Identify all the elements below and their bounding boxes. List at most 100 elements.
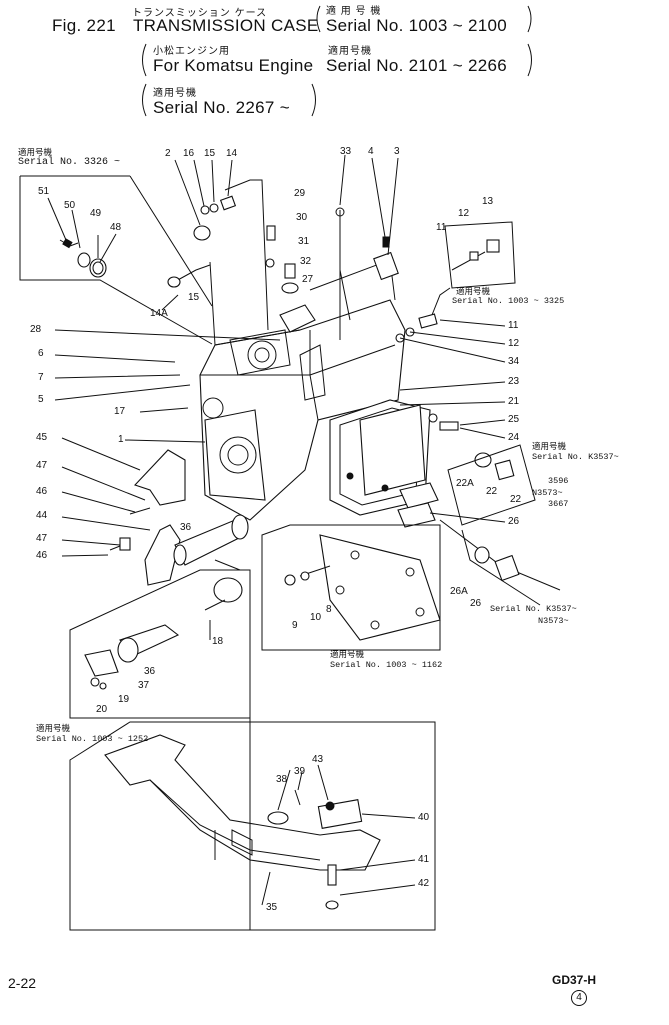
detail-box-1 — [19, 175, 213, 345]
detail-box-4 — [69, 721, 436, 931]
note-1-serial: Serial No. 3326 ~ — [18, 157, 121, 168]
part-number: 12 — [508, 338, 520, 349]
part-number: 49 — [90, 208, 102, 219]
part-number: 14A — [150, 308, 168, 319]
part-number: 9 — [292, 620, 298, 631]
part-number: 31 — [298, 236, 310, 247]
note-3-serial: Serial No. K3537~ — [532, 452, 619, 462]
applicable-jp-1: 適 用 号 機 — [326, 6, 382, 17]
part-number: 46 — [36, 550, 48, 561]
part-number: 22A — [456, 478, 474, 489]
komatsu-engine-label: For Komatsu Engine — [153, 56, 314, 75]
drawbar-35-shape — [104, 734, 381, 871]
part-number: 26 — [508, 516, 520, 527]
note-3-jp: 適用号機 — [532, 442, 567, 452]
note-1-jp: 適用号機 — [18, 148, 53, 158]
part-number: 34 — [508, 356, 520, 367]
part-number: 46 — [36, 486, 48, 497]
part-number: 3 — [394, 146, 400, 157]
part-number: 18 — [212, 636, 224, 647]
part-number: 4 — [368, 146, 374, 157]
part-number: 43 — [312, 754, 324, 765]
figure-label: Fig. 221 — [52, 16, 116, 35]
note-4-serial-b: N3573~ — [538, 616, 569, 626]
oring-48-shape — [89, 258, 107, 278]
part-number: 30 — [296, 212, 308, 223]
note-3-serial-d: 3667 — [548, 499, 569, 509]
washer-49-shape — [77, 252, 91, 268]
note-2-serial: Serial No. 1003 ~ 3325 — [452, 296, 565, 306]
komatsu-jp: 小松エンジン用 — [153, 46, 230, 57]
part-number: 15 — [188, 292, 200, 303]
part-number: 40 — [418, 812, 430, 823]
part-number: 28 — [30, 324, 42, 335]
part-number: 51 — [38, 186, 50, 197]
part-number: 24 — [508, 432, 520, 443]
part-number: 39 — [294, 766, 306, 777]
part-number: 22 — [486, 486, 498, 497]
part-number: 8 — [326, 604, 332, 615]
part-number: 47 — [36, 533, 48, 544]
part-number: 35 — [266, 902, 278, 913]
part-number: 12 — [458, 208, 470, 219]
jp-title: トランスミッション ケース — [132, 8, 268, 19]
part-number: 17 — [114, 406, 126, 417]
part-number: 5 — [38, 394, 44, 405]
serial-range-2: Serial No. 2101 ~ 2266 — [326, 56, 507, 75]
part-number: 27 — [302, 274, 314, 285]
note-5-serial: Serial No. 1003 ~ 1162 — [330, 660, 443, 670]
part-number: 11 — [436, 222, 447, 233]
part-number: 36 — [180, 522, 192, 533]
model-code: GD37-H — [552, 973, 597, 987]
part-number: 42 — [418, 878, 430, 889]
part-number: 37 — [138, 680, 150, 691]
transmission-case-shape — [199, 259, 406, 521]
part-number: 50 — [64, 200, 76, 211]
applicable-jp-2: 適用号機 — [328, 46, 372, 57]
note-2-jp: 適用号機 — [456, 287, 491, 297]
part-number: 41 — [418, 854, 430, 865]
part-number: 19 — [118, 694, 130, 705]
part-number: 1 — [118, 434, 124, 445]
applicable-jp-3: 適用号機 — [153, 88, 197, 99]
part-number: 7 — [38, 372, 44, 383]
side-cover-shape — [329, 399, 431, 516]
page-title: TRANSMISSION CASE — [133, 16, 319, 35]
serial-range-3: Serial No. 2267 ~ — [153, 98, 290, 117]
part-number: 48 — [110, 222, 122, 233]
plug-2-shape — [174, 159, 269, 346]
part-number: 6 — [38, 348, 44, 359]
bracket-44-shape — [144, 524, 181, 586]
part-number: 26A — [450, 586, 468, 597]
part-number: 44 — [36, 510, 48, 521]
page-number: 2-22 — [8, 975, 37, 991]
part-number: 29 — [294, 188, 306, 199]
note-3-serial-b: 3596 — [548, 476, 569, 486]
bracket-45-shape — [134, 449, 186, 506]
part-number: 36 — [144, 666, 156, 677]
part-number: 10 — [310, 612, 322, 623]
part-number: 13 — [482, 196, 494, 207]
note-4-serial: Serial No. K3537~ — [490, 604, 577, 614]
part-number: 23 — [508, 376, 520, 387]
part-number: 45 — [36, 432, 48, 443]
revision-circle: 4 — [571, 990, 587, 1006]
part-number: 14 — [226, 148, 238, 159]
part-number: 47 — [36, 460, 48, 471]
part-number: 20 — [96, 704, 108, 715]
part-number: 16 — [183, 148, 195, 159]
top-cover-shape — [265, 154, 399, 340]
part-number: 15 — [204, 148, 216, 159]
part-number: 26 — [470, 598, 482, 609]
note-3-serial-c: N3573~ — [532, 488, 563, 498]
note-6-jp: 適用号機 — [36, 724, 71, 734]
serial-range-1: Serial No. 1003 ~ 2100 — [326, 16, 507, 35]
part-number: 32 — [300, 256, 312, 267]
note-6-serial: Serial No. 1003 ~ 1252 — [36, 734, 149, 744]
part-number: 22 — [510, 494, 522, 505]
part-number: 33 — [340, 146, 352, 157]
part-number: 38 — [276, 774, 288, 785]
part-number: 25 — [508, 414, 520, 425]
